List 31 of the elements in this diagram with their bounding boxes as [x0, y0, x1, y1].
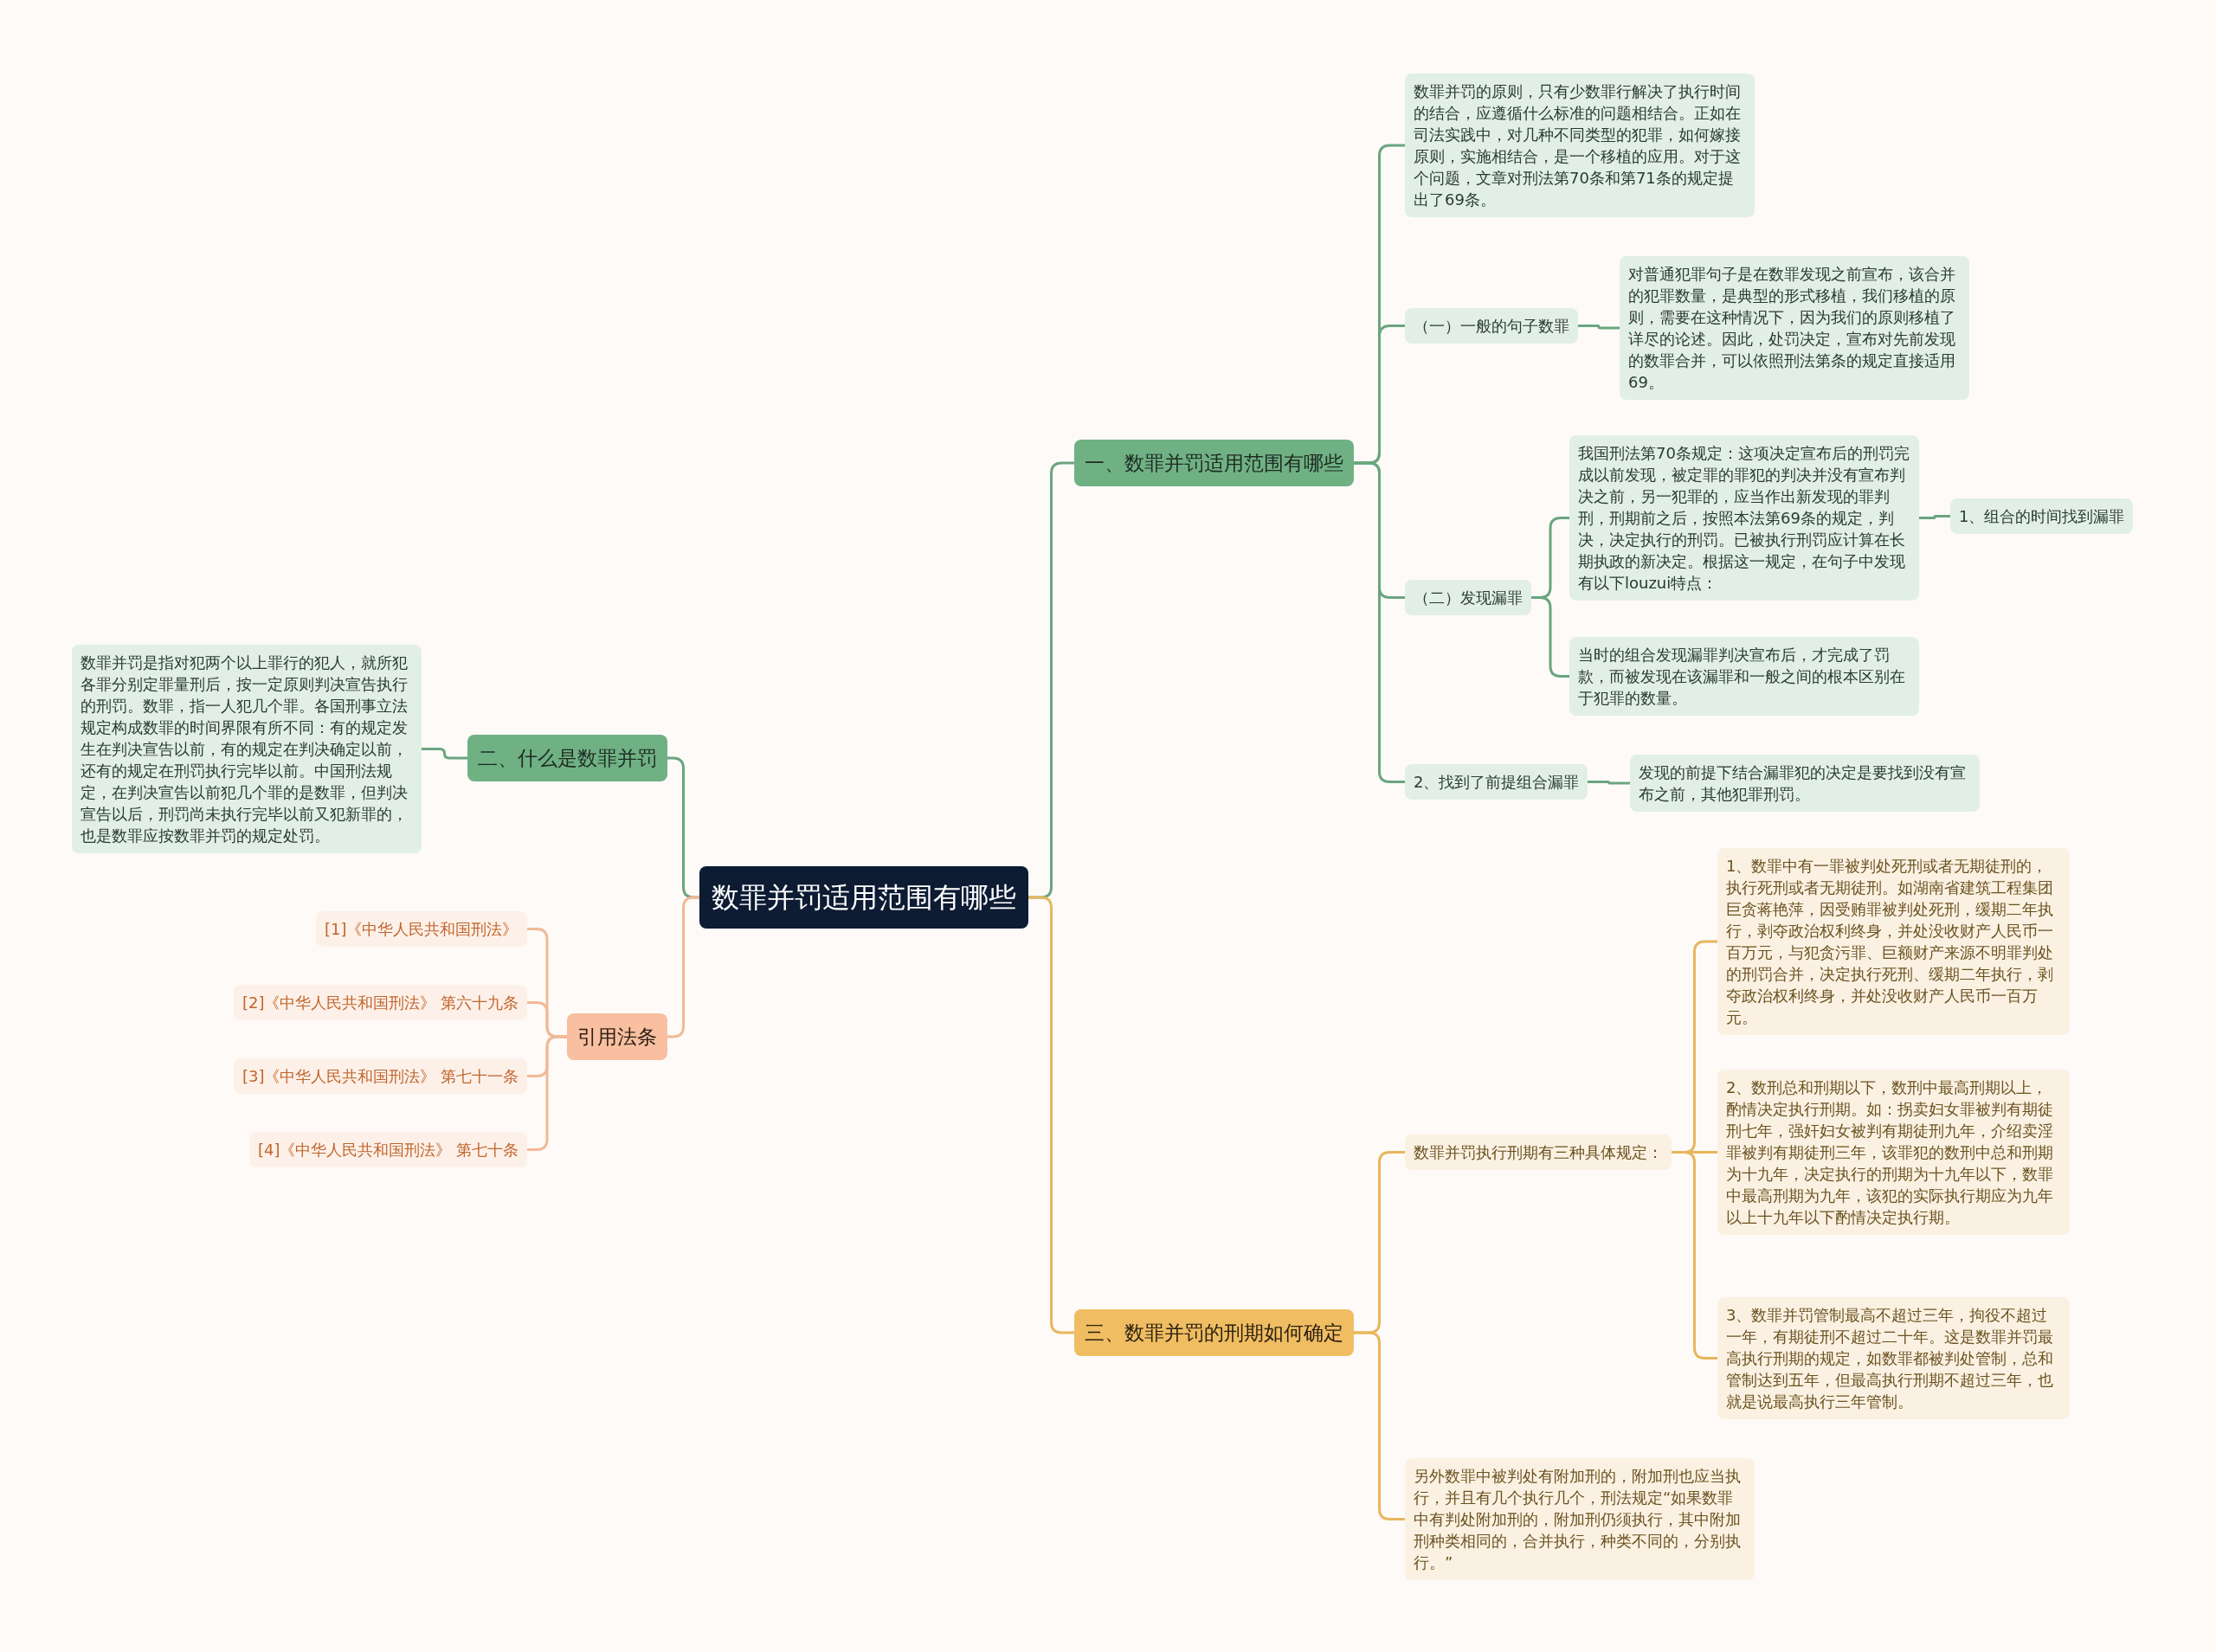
connector-line [1919, 515, 1950, 519]
text-box: 对普通犯罪句子是在数罪发现之前宣布，该合并的犯罪数量，是典型的形式移植，我们移植的原则，需要在这种情况下，因为我们的原则移植了详尽的论述。因此，处罚决定，宣布对先前发现的数罪合并，可以依照刑法第条的规定直接适用69。 [1620, 256, 1969, 400]
subtopic-box: 2、找到了前提组合漏罪 [1405, 764, 1588, 800]
branch-topic-box: 引用法条 [567, 1013, 667, 1060]
subtopic-box: （二）发现漏罪 [1405, 580, 1531, 615]
text-box: 3、数罪并罚管制最高不超过三年，拘役不超过一年，有期徒刑不超过二十年。这是数罪并罚最高执行刑期的规定，如数罪都被判处管制，总和管制达到五年，但最高执行刑期不超过三年，也就是说最高执行三年管制。 [1717, 1297, 2070, 1419]
citation-box: [2]《中华人民共和国刑法》 第六十九条 [234, 985, 528, 1020]
text-box: 发现的前提下结合漏罪犯的决定是要找到没有宣布之前，其他犯罪刑罚。 [1630, 755, 1980, 812]
subtopic-box: 数罪并罚执行刑期有三种具体规定： [1405, 1135, 1672, 1170]
connector-line [1531, 596, 1569, 678]
text-box: 我国刑法第70条规定：这项决定宣布后的刑罚完成以前发现，被定罪的罪犯的判决并没有宣布判决之前，另一犯罪的，应当作出新发现的罪判刑，刑期前之后，按照本法第69条的规定，判决，决定执行的刑罚。已被执行刑罚应计算在长期执政的新决定。根据这一规定，在句子中发现有以下louzui特点： [1569, 435, 1919, 601]
text-box: 另外数罪中被判处有附加刑的，附加刑也应当执行，并且有几个执行几个，刑法规定“如果数罪中有判处附加刑的，附加刑仍须执行，其中附加刑种类相同的，合并执行，种类不同的，分别执行。” [1405, 1458, 1755, 1580]
text-box: 数罪并罚是指对犯两个以上罪行的犯人，就所犯各罪分别定罪量刑后，按一定原则判决宣告执行的刑罚。数罪，指一人犯几个罪。各国刑事立法规定构成数罪的时间界限有所不同：有的规定发生在判决宣告以前，有的规定在判决确定以前，还有的规定在刑罚执行完毕以前。中国刑法规定，在判决宣告以前犯几个罪的是数罪，但判决宣告以后，刑罚尚未执行完毕以前又犯新罪的，也是数罪应按数罪并罚的规定处罚。 [72, 645, 422, 853]
connector-line [1578, 325, 1620, 330]
branch-topic-box: 一、数罪并罚适用范围有哪些 [1074, 440, 1354, 486]
central-topic-box: 数罪并罚适用范围有哪些 [699, 866, 1028, 929]
citation-box: [1]《中华人民共和国刑法》 [316, 911, 527, 947]
connector-line [667, 896, 699, 1038]
text-box: 当时的组合发现漏罪判决宣布后，才完成了罚款，而被发现在该漏罪和一般之间的根本区别在于犯罪的数量。 [1569, 637, 1919, 716]
connector-line [422, 748, 467, 760]
subtopic-box: （一）一般的句子数罪 [1405, 308, 1578, 344]
connector-line [1588, 781, 1630, 785]
citation-box: [3]《中华人民共和国刑法》 第七十一条 [234, 1058, 528, 1094]
citation-box: [4]《中华人民共和国刑法》 第七十条 [249, 1132, 528, 1167]
text-box: 数罪并罚的原则，只有少数罪行解决了执行时间的结合，应遵循什么标准的问题相结合。正如在司法实践中，对几种不同类型的犯罪，如何嫁接原则，实施相结合，是一个移植的应用。对于这个问题，文章对刑法第70条和第71条的规定提出了69条。 [1405, 74, 1755, 217]
text-box: 2、数刑总和刑期以下，数刑中最高刑期以上，酌情决定执行刑期。如：拐卖妇女罪被判有期徒刑七年，强奸妇女被判有期徒刑九年，介绍卖淫罪被判有期徒刑三年，该罪犯的数刑中总和刑期为十九年，决定执行的刑期为十九年以下，数罪中最高刑期为九年，该犯的实际执行期应为九年以上十九年以下酌情决定执行期。 [1717, 1070, 2070, 1235]
subtopic-box: 1、组合的时间找到漏罪 [1950, 498, 2134, 534]
branch-topic-box: 三、数罪并罚的刑期如何确定 [1074, 1309, 1354, 1356]
branch-topic-box: 二、什么是数罪并罚 [467, 735, 667, 781]
text-box: 1、数罪中有一罪被判处死刑或者无期徒刑的，执行死刑或者无期徒刑。如湖南省建筑工程集团巨贪蒋艳萍，因受贿罪被判处死刑，缓期二年执行，剥夺政治权利终身，并处没收财产人民币一百万元，与犯贪污罪、巨额财产来源不明罪判处的刑罚合并，决定执行死刑、缓期二年执行，剥夺政治权利终身，并处没收财产人民币一百万元。 [1717, 848, 2070, 1035]
connector-line [527, 1035, 567, 1151]
